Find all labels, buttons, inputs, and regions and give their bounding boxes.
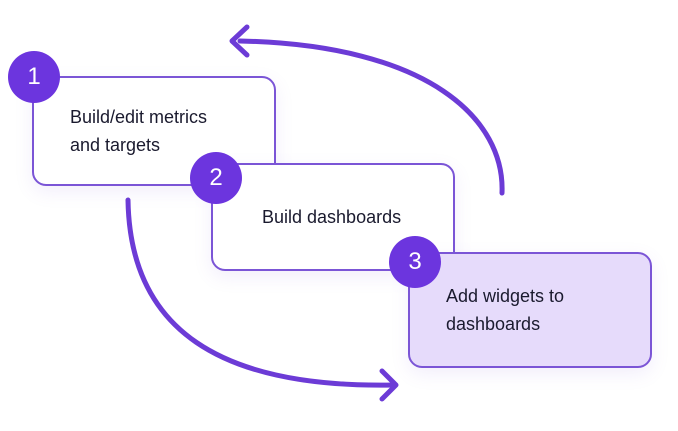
step-3-card: Add widgets to dashboards — [408, 252, 652, 368]
step-1-card: Build/edit metrics and targets — [32, 76, 276, 186]
step-1-label: Build/edit metrics and targets — [70, 107, 208, 155]
forward-arrow-line — [125, 197, 396, 388]
step-3-label: Add widgets to dashboards — [446, 286, 565, 334]
forward-arrow-head — [379, 368, 399, 402]
step-1-number-badge: 1 — [8, 51, 60, 103]
step-3-number-badge: 3 — [389, 236, 441, 288]
loop-back-arrow-head — [229, 24, 250, 58]
step-2-number-badge: 2 — [190, 152, 242, 204]
step-2-label: Build dashboards — [262, 207, 402, 227]
loop-back-arrow-line — [237, 38, 505, 196]
